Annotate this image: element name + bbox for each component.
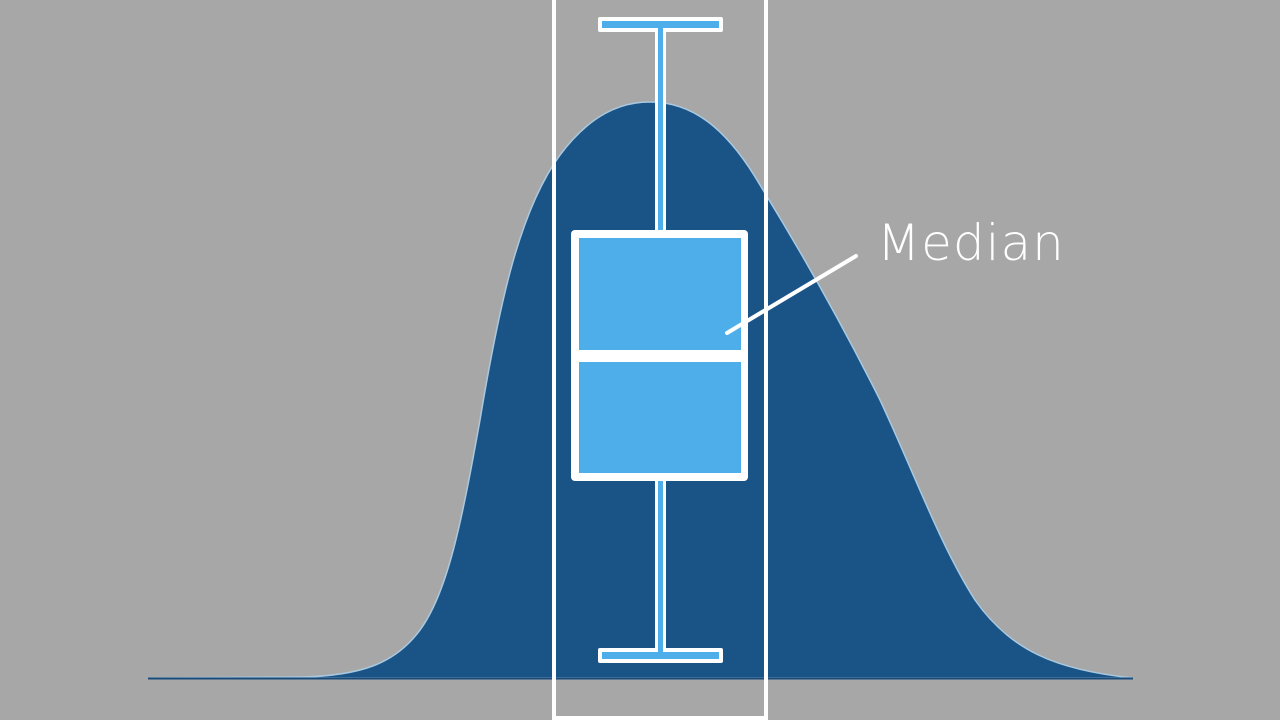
median-leader-line	[725, 254, 858, 335]
upper-whisker	[598, 17, 723, 234]
box-iqr	[571, 230, 748, 481]
lower-whisker	[598, 476, 723, 663]
highlight-frame	[552, 0, 768, 720]
median-label: Median	[877, 214, 1065, 272]
